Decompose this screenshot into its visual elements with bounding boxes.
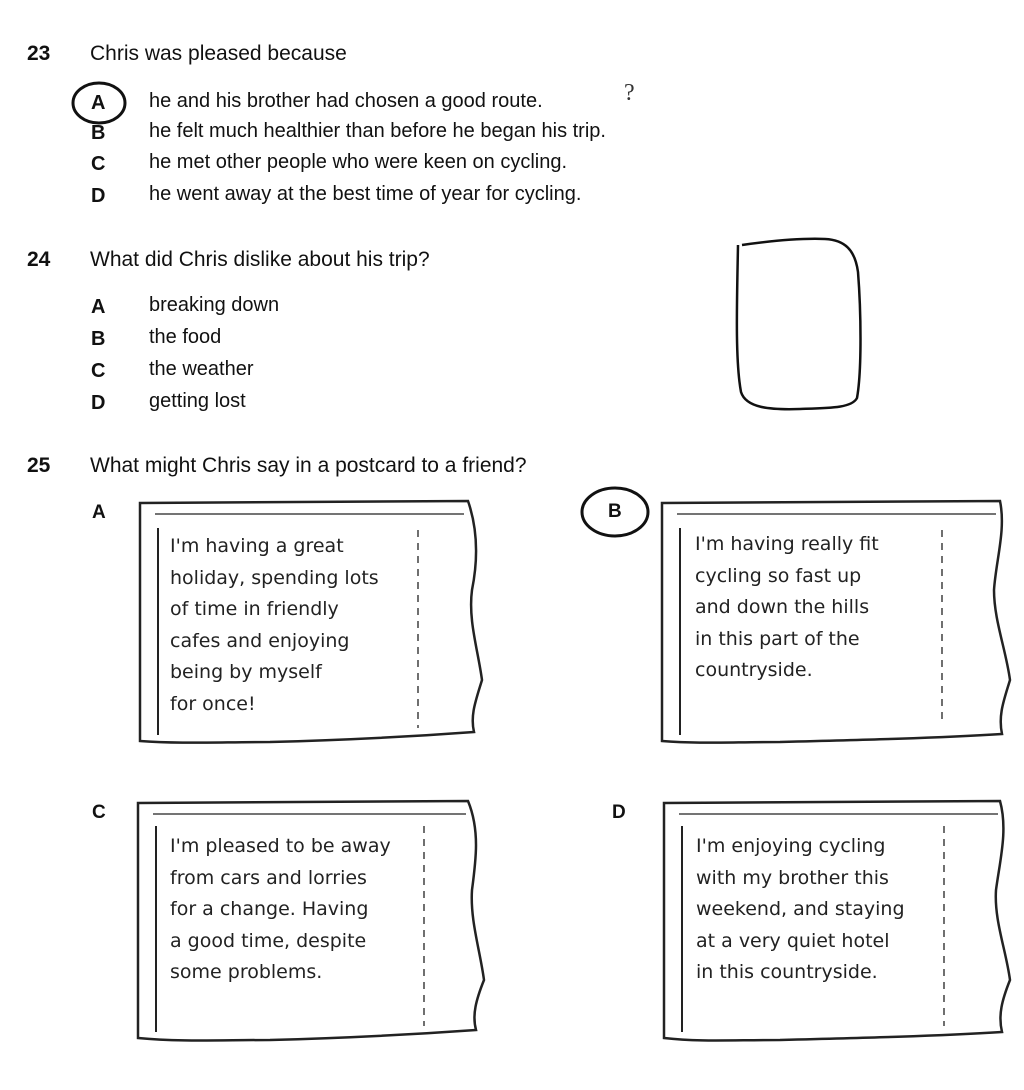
option-letter-23-d[interactable]: D (91, 185, 106, 207)
postcard-a-line: for once! (170, 692, 256, 715)
postcard-d-line: in this countryside. (696, 961, 878, 983)
postcard-b-line: I'm having really fit (695, 533, 879, 555)
postcard-c-line: from cars and lorries (170, 866, 367, 889)
postcard-c-line: I'm pleased to be away (170, 835, 391, 857)
option-text-24-b[interactable]: the food (149, 326, 222, 348)
postcard-d-line: weekend, and staying (696, 898, 905, 920)
option-text-23-a[interactable]: he and his brother had chosen a good rou… (149, 90, 543, 112)
postcard-text-c[interactable]: I'm pleased to be away from cars and lor… (170, 831, 391, 989)
postcard-c-line: some problems. (170, 961, 323, 983)
postcard-text-a[interactable]: I'm having a great holiday, spending lot… (170, 531, 379, 720)
option-text-23-b[interactable]: he felt much healthier than before he be… (149, 120, 606, 142)
question-text-25: What might Chris say in a postcard to a … (90, 454, 527, 477)
question-mark-annotation: ? (624, 80, 635, 106)
question-number-24: 24 (27, 248, 51, 271)
postcard-a-line: holiday, spending lots (170, 566, 379, 589)
postcard-d-line: with my brother this (696, 866, 889, 889)
postcard-d-line: I'm enjoying cycling (696, 835, 886, 857)
postcard-c-line: a good time, despite (170, 929, 367, 952)
postcard-letter-b[interactable]: B (608, 501, 622, 522)
postcard-c-line: for a change. Having (170, 898, 369, 920)
option-letter-24-b[interactable]: B (91, 328, 106, 350)
postcard-b-line: countryside. (695, 659, 813, 681)
answer-box-24 (735, 237, 862, 411)
option-text-24-c[interactable]: the weather (149, 358, 254, 380)
postcard-text-b[interactable]: I'm having really fit cycling so fast up… (695, 529, 879, 687)
postcard-frame-d (662, 799, 1012, 1042)
option-text-24-a[interactable]: breaking down (149, 294, 280, 316)
postcard-d-line: at a very quiet hotel (696, 929, 890, 952)
option-text-23-d[interactable]: he went away at the best time of year fo… (149, 183, 582, 205)
option-letter-23-b[interactable]: B (91, 122, 106, 144)
postcard-frame-a (138, 499, 484, 744)
option-letter-24-d[interactable]: D (91, 392, 106, 414)
postcard-text-d[interactable]: I'm enjoying cycling with my brother thi… (696, 831, 905, 989)
postcard-b-line: and down the hills (695, 596, 870, 618)
postcard-letter-a[interactable]: A (92, 502, 106, 523)
postcard-frame-c (136, 799, 486, 1042)
postcard-a-line: I'm having a great (170, 535, 344, 557)
postcard-b-line: in this part of the (695, 627, 860, 650)
option-text-23-c[interactable]: he met other people who were keen on cyc… (149, 151, 568, 173)
answer-circle-25-b (580, 486, 650, 538)
question-text-24: What did Chris dislike about his trip? (90, 248, 430, 271)
postcard-letter-c[interactable]: C (92, 802, 106, 823)
option-text-24-d[interactable]: getting lost (149, 390, 246, 412)
answer-circle-23-a (71, 81, 127, 125)
option-letter-24-c[interactable]: C (91, 360, 106, 382)
question-text-23: Chris was pleased because (90, 42, 347, 65)
option-letter-23-c[interactable]: C (91, 153, 106, 175)
option-letter-24-a[interactable]: A (91, 296, 106, 318)
question-number-23: 23 (27, 42, 51, 65)
postcard-frame-b (660, 499, 1012, 744)
postcard-letter-d[interactable]: D (612, 802, 626, 823)
postcard-a-line: of time in friendly (170, 598, 339, 620)
postcard-a-line: being by myself (170, 661, 322, 683)
option-letter-23-a[interactable]: A (91, 92, 106, 114)
question-number-25: 25 (27, 454, 51, 477)
postcard-b-line: cycling so fast up (695, 564, 862, 587)
postcard-a-line: cafes and enjoying (170, 629, 350, 652)
